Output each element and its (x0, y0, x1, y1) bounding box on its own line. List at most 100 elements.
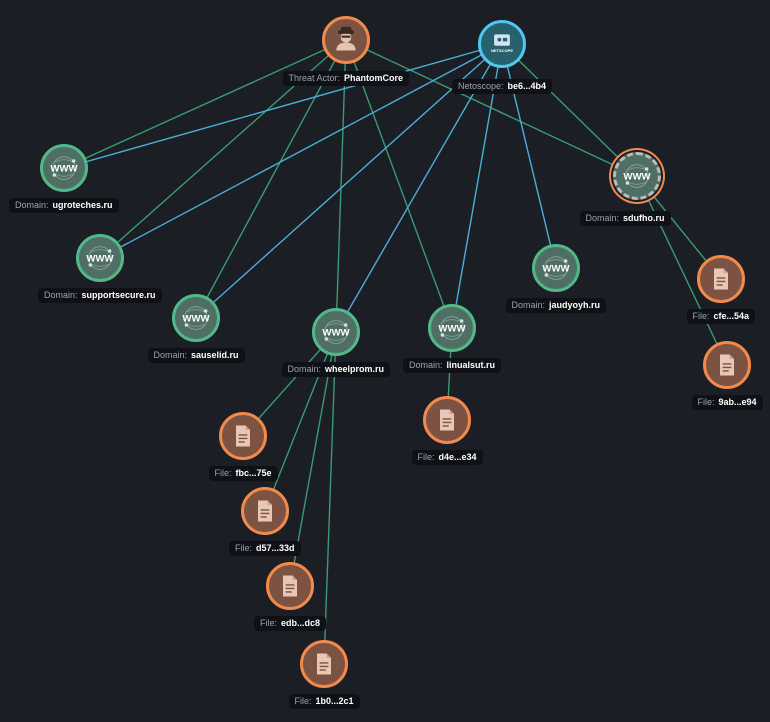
file-icon (440, 409, 454, 431)
node-label-f_d4e: File:d4e...e34 (411, 450, 483, 465)
node-domain-d_linu[interactable]: WWW (428, 304, 476, 352)
node-value: sauselid.ru (191, 350, 239, 360)
node-value: d4e...e34 (438, 452, 477, 462)
node-value: sdufho.ru (623, 213, 665, 223)
node-file-f_1b0[interactable] (300, 640, 348, 688)
node-value: d57...33d (256, 543, 295, 553)
node-value: fbc...75e (235, 468, 272, 478)
edge-netscope-d_sduf (501, 43, 638, 177)
node-label-d_wheel: Domain:wheelprom.ru (281, 362, 391, 377)
edge-netscope-d_jaud (501, 43, 557, 269)
node-netscope-netscope[interactable]: NETSCOPE (478, 20, 526, 68)
www-globe-icon: WWW (322, 320, 351, 344)
node-type: File: (214, 468, 232, 478)
node-type: File: (294, 696, 312, 706)
node-value: ugroteches.ru (52, 200, 113, 210)
node-file-f_9ab[interactable] (703, 341, 751, 389)
node-type: Domain: (585, 213, 620, 223)
node-label-d_saus: Domain:sauselid.ru (147, 348, 245, 363)
node-label-actor: Threat Actor:PhantomCore (282, 71, 410, 86)
node-type: Netoscope: (458, 81, 504, 91)
node-domain-d_wheel[interactable]: WWW (312, 308, 360, 356)
node-type: File: (260, 618, 278, 628)
edge-actor-d_sduf (345, 39, 638, 177)
node-value: be6...4b4 (507, 81, 547, 91)
svg-text:WWW: WWW (182, 314, 210, 325)
node-label-f_fbc: File:fbc...75e (208, 466, 278, 481)
svg-text:WWW: WWW (50, 164, 78, 175)
edge-actor-d_ugro (63, 39, 347, 169)
svg-text:WWW: WWW (86, 254, 114, 265)
node-type: Domain: (511, 300, 546, 310)
node-label-d_sduf: Domain:sdufho.ru (579, 211, 671, 226)
www-globe-icon: WWW (542, 256, 571, 280)
node-type: File: (235, 543, 253, 553)
node-type: Domain: (409, 360, 443, 370)
node-type: File: (417, 452, 435, 462)
node-domain-d_sduf[interactable]: WWW (613, 152, 661, 200)
node-value: supportsecure.ru (81, 290, 156, 300)
node-label-f_edb: File:edb...dc8 (254, 616, 327, 631)
edge-netscope-d_ugro (63, 43, 503, 169)
node-label-f_d57: File:d57...33d (229, 541, 301, 556)
node-file-f_d4e[interactable] (423, 396, 471, 444)
node-type: Threat Actor: (288, 73, 341, 83)
www-globe-icon: WWW (182, 306, 211, 330)
file-icon (720, 354, 734, 376)
file-icon (714, 268, 728, 290)
www-globe-icon: WWW (623, 164, 652, 188)
node-domain-d_saus[interactable]: WWW (172, 294, 220, 342)
node-value: PhantomCore (344, 73, 404, 83)
edge-netscope-d_saus (195, 43, 503, 319)
svg-text:NETSCOPE: NETSCOPE (491, 48, 513, 53)
hacker-icon (336, 26, 356, 51)
svg-text:WWW: WWW (623, 172, 651, 183)
node-value: wheelprom.ru (325, 364, 385, 374)
edge-netscope-d_supp (99, 43, 503, 259)
node-value: cfe...54a (713, 311, 750, 321)
file-icon (283, 575, 297, 597)
node-file-f_d57[interactable] (241, 487, 289, 535)
node-file-f_cfe[interactable] (697, 255, 745, 303)
node-value: 1b0...2c1 (315, 696, 354, 706)
node-label-netscope: Netoscope:be6...4b4 (452, 79, 553, 94)
edge-actor-d_linu (345, 39, 453, 329)
node-type: Domain: (153, 350, 188, 360)
node-label-d_ugro: Domain:ugroteches.ru (9, 198, 119, 213)
www-globe-icon: WWW (438, 316, 467, 340)
node-file-f_edb[interactable] (266, 562, 314, 610)
node-label-d_supp: Domain:supportsecure.ru (38, 288, 162, 303)
node-value: jaudyoyh.ru (549, 300, 601, 310)
edge-d_wheel-f_1b0 (323, 331, 337, 665)
node-label-d_jaud: Domain:jaudyoyh.ru (505, 298, 607, 313)
file-icon (236, 425, 250, 447)
node-actor-actor[interactable] (322, 16, 370, 64)
svg-text:WWW: WWW (438, 324, 466, 335)
node-value: linualsut.ru (446, 360, 496, 370)
node-type: File: (697, 397, 715, 407)
node-file-f_fbc[interactable] (219, 412, 267, 460)
svg-text:WWW: WWW (322, 328, 350, 339)
node-type: Domain: (287, 364, 322, 374)
node-type: Domain: (44, 290, 78, 300)
file-icon (317, 653, 331, 675)
node-type: Domain: (15, 200, 49, 210)
node-value: edb...dc8 (281, 618, 321, 628)
node-domain-d_ugro[interactable]: WWW (40, 144, 88, 192)
file-icon (258, 500, 272, 522)
node-label-d_linu: Domain:linualsut.ru (403, 358, 502, 373)
node-value: 9ab...e94 (718, 397, 757, 407)
svg-text:WWW: WWW (542, 264, 570, 275)
edge-actor-d_saus (195, 39, 347, 319)
node-label-f_9ab: File:9ab...e94 (691, 395, 763, 410)
node-type: File: (692, 311, 710, 321)
netscope-icon: NETSCOPE (491, 34, 513, 53)
edge-d_sduf-f_9ab (636, 175, 728, 366)
node-domain-d_jaud[interactable]: WWW (532, 244, 580, 292)
node-label-f_cfe: File:cfe...54a (686, 309, 756, 324)
node-label-f_1b0: File:1b0...2c1 (288, 694, 360, 709)
node-domain-d_supp[interactable]: WWW (76, 234, 124, 282)
edge-d_wheel-f_d57 (264, 331, 337, 512)
